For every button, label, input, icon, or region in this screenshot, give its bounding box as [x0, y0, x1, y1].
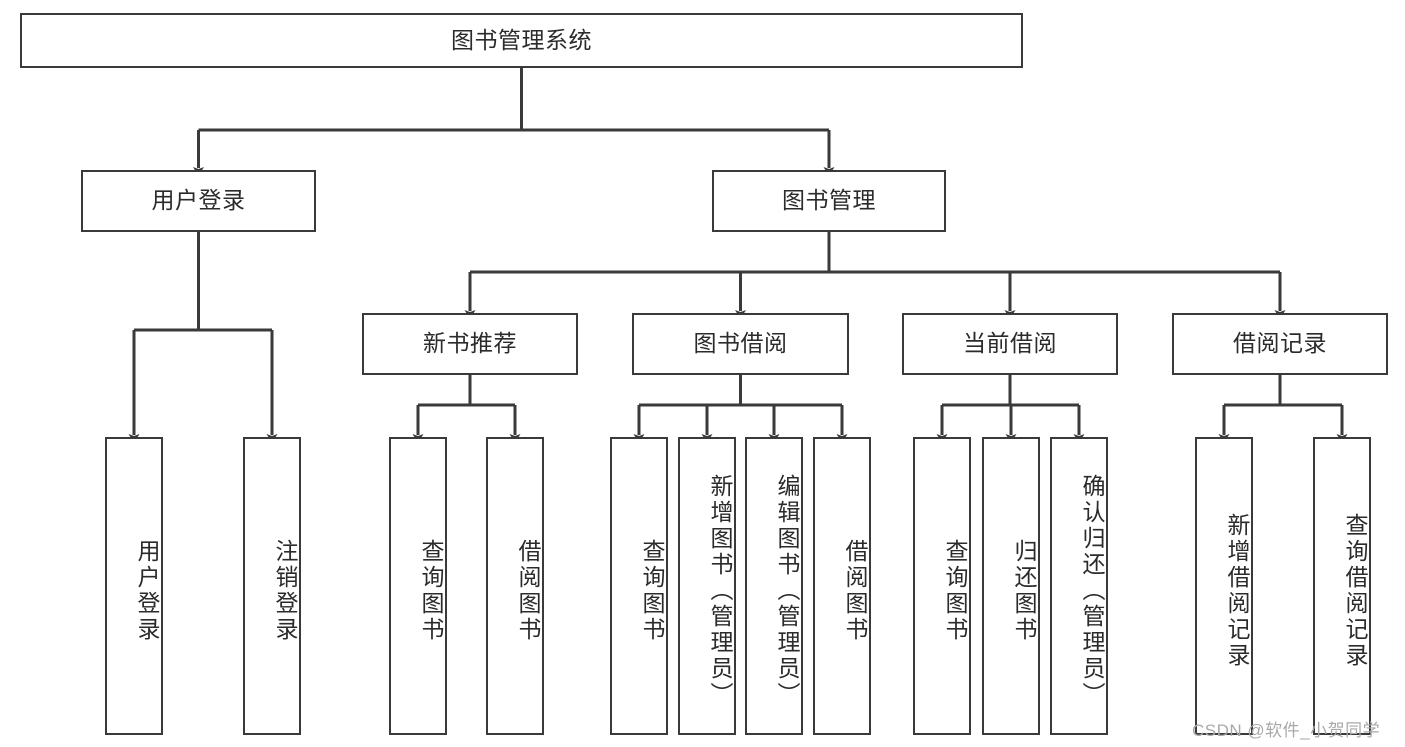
- node-book-borrow: 图书借阅: [632, 313, 849, 375]
- node-label: 图书管理: [782, 187, 876, 214]
- node-leaf-leaf-query-book-1: 查询图书: [389, 437, 447, 735]
- node-label: 借阅记录: [1233, 330, 1327, 357]
- node-leaf-leaf-user-logout: 注销登录: [243, 437, 301, 735]
- node-leaf-leaf-user-login: 用户登录: [105, 437, 163, 735]
- node-label: 用户登录: [151, 187, 246, 214]
- node-label: 确认归还（管理员）: [1079, 474, 1105, 708]
- node-label: 用户登录: [134, 539, 160, 643]
- node-label: 借阅图书: [842, 539, 868, 643]
- node-borrow-record: 借阅记录: [1172, 313, 1388, 375]
- node-leaf-leaf-add-record: 新增借阅记录: [1195, 437, 1253, 735]
- node-label: 图书借阅: [693, 330, 788, 357]
- node-label: 编辑图书（管理员）: [774, 474, 800, 708]
- node-label: 借阅图书: [515, 539, 541, 643]
- node-label: 当前借阅: [963, 330, 1057, 357]
- node-label: 查询图书: [418, 539, 444, 643]
- watermark: CSDN @软件_小贺同学: [1192, 721, 1381, 740]
- node-label: 图书管理系统: [451, 26, 592, 53]
- node-leaf-leaf-borrow-book-2: 借阅图书: [813, 437, 871, 735]
- node-new-book-recommend: 新书推荐: [362, 313, 578, 375]
- node-label: 归还图书: [1011, 539, 1037, 643]
- node-label: 新增图书（管理员）: [707, 474, 733, 708]
- node-label: 查询图书: [639, 539, 665, 643]
- node-label: 查询借阅记录: [1342, 513, 1368, 669]
- node-leaf-leaf-query-record: 查询借阅记录: [1313, 437, 1371, 735]
- node-leaf-leaf-query-book-2: 查询图书: [610, 437, 668, 735]
- node-leaf-leaf-query-book-3: 查询图书: [913, 437, 971, 735]
- node-label: 新书推荐: [423, 330, 517, 357]
- node-user-login: 用户登录: [81, 170, 316, 232]
- node-leaf-leaf-return-book: 归还图书: [982, 437, 1040, 735]
- node-leaf-leaf-confirm-return: 确认归还（管理员）: [1050, 437, 1108, 735]
- node-leaf-leaf-add-book: 新增图书（管理员）: [678, 437, 736, 735]
- node-book-manage: 图书管理: [712, 170, 946, 232]
- node-current-borrow: 当前借阅: [902, 313, 1118, 375]
- node-leaf-leaf-edit-book: 编辑图书（管理员）: [745, 437, 803, 735]
- node-leaf-leaf-borrow-book-1: 借阅图书: [486, 437, 544, 735]
- node-label: 查询图书: [942, 539, 968, 643]
- node-label: 注销登录: [272, 539, 298, 643]
- node-root-root: 图书管理系统: [20, 13, 1023, 68]
- node-label: 新增借阅记录: [1224, 513, 1250, 669]
